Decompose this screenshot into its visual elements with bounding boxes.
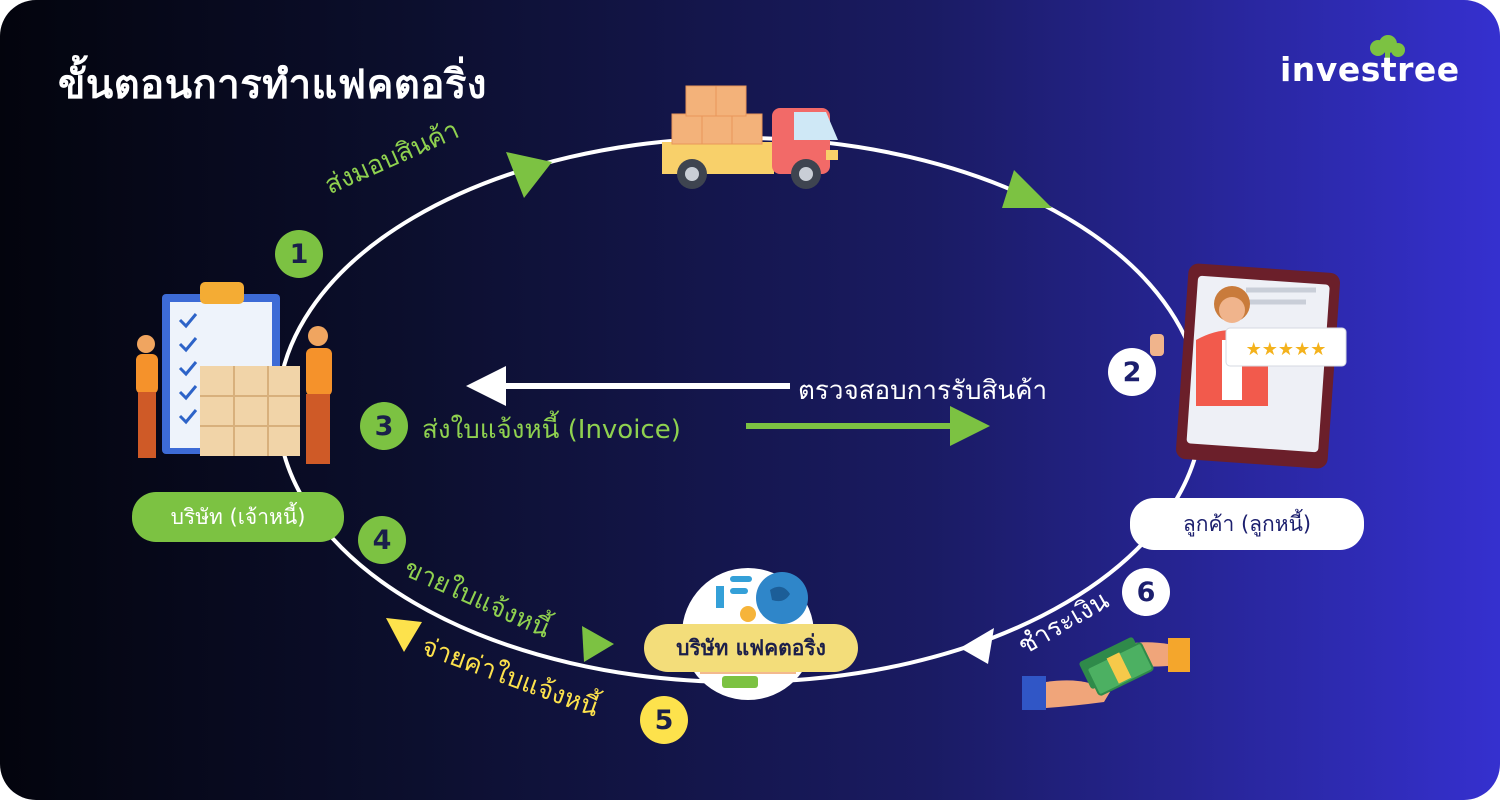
arrowhead-step4	[582, 626, 614, 662]
company-creditor-pill: บริษัท (เจ้าหนี้)	[132, 492, 344, 542]
step-5-badge: 5	[640, 696, 688, 744]
step-3-badge: 3	[360, 402, 408, 450]
arrow-step3-head	[950, 406, 990, 446]
step-2-badge: 2	[1108, 348, 1156, 396]
step-2-label: ตรวจสอบการรับสินค้า	[798, 376, 1048, 406]
arrowhead-top-right	[1002, 170, 1052, 208]
step-3-label: ส่งใบแจ้งหนี้ (Invoice)	[422, 415, 681, 445]
arrowhead-top-left	[506, 152, 552, 198]
arrowhead-bottom-right	[960, 628, 994, 664]
step-1-badge: 1	[275, 230, 323, 278]
step-4-badge: 4	[358, 516, 406, 564]
tablet-reviewer-icon: ★★★★★	[1150, 263, 1347, 469]
tree-icon	[1370, 35, 1405, 68]
svg-text:★★★★★: ★★★★★	[1246, 339, 1327, 360]
money-hands-icon	[1022, 637, 1190, 710]
investree-logo: investree	[1280, 50, 1460, 89]
truck-icon	[662, 85, 838, 189]
arrow-step2-head	[466, 366, 506, 406]
customer-debtor-pill: ลูกค้า (ลูกหนี้)	[1130, 498, 1364, 550]
arrowhead-step5	[386, 618, 422, 652]
page-title: ขั้นตอนการทำแฟคตอริ่ง	[58, 62, 487, 108]
factoring-company-pill: บริษัท แฟคตอริ่ง	[644, 624, 858, 672]
clipboard-workers-icon	[136, 282, 332, 464]
step-6-badge: 6	[1122, 568, 1170, 616]
